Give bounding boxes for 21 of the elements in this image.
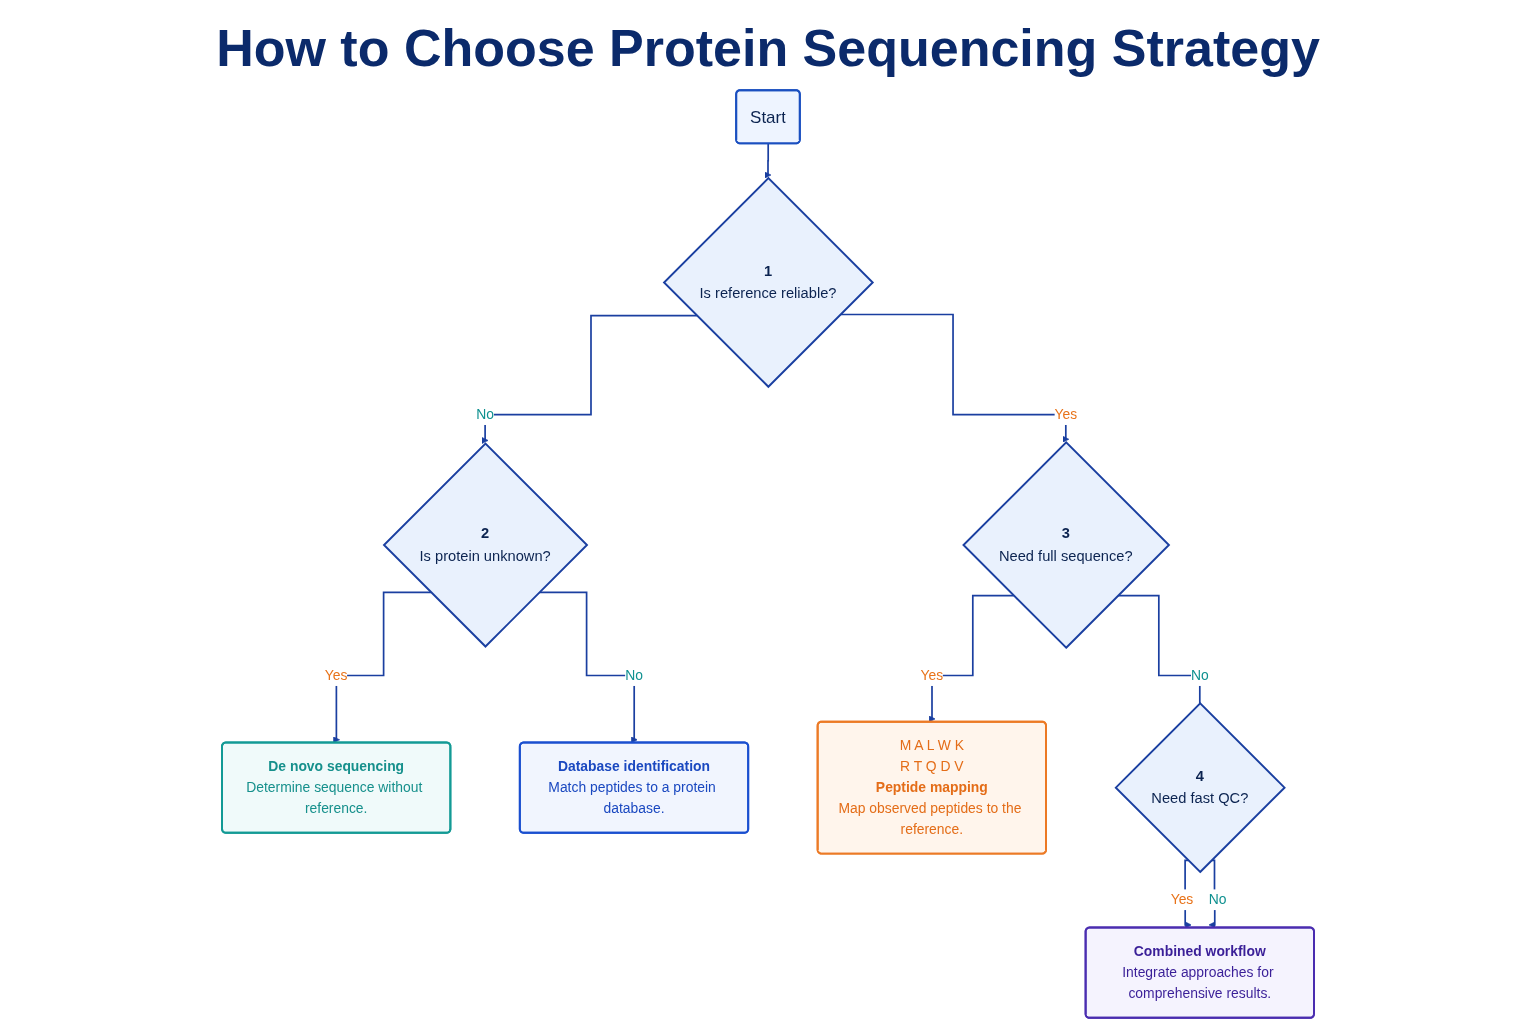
arrow bbox=[481, 314, 698, 444]
arrow bbox=[333, 591, 432, 744]
node-diamond: 2 Is protein unknown? bbox=[382, 442, 589, 648]
edge-label: No bbox=[1190, 667, 1209, 683]
node-diamond: 3 Need full sequence? bbox=[962, 440, 1171, 650]
connector bbox=[1117, 594, 1201, 705]
arrow bbox=[764, 142, 772, 179]
arrow bbox=[538, 591, 638, 744]
edge-label: Yes bbox=[1054, 406, 1078, 422]
arrow bbox=[928, 594, 1015, 723]
edge-label: No bbox=[625, 667, 643, 683]
edge-label: Yes bbox=[324, 667, 348, 683]
title: How to Choose Protein Sequencing Strategy bbox=[216, 18, 1320, 78]
arrow bbox=[1184, 859, 1192, 929]
edge-label: No bbox=[1208, 891, 1227, 908]
edge-label: No bbox=[476, 406, 494, 422]
node-diamond: 1 Is reference reliable? bbox=[662, 176, 875, 389]
node-diamond: 4 Need fast QC? bbox=[1114, 701, 1286, 874]
arrow bbox=[1208, 859, 1216, 929]
edge-label: Yes bbox=[920, 667, 944, 683]
edge-label: Yes bbox=[1170, 891, 1194, 908]
